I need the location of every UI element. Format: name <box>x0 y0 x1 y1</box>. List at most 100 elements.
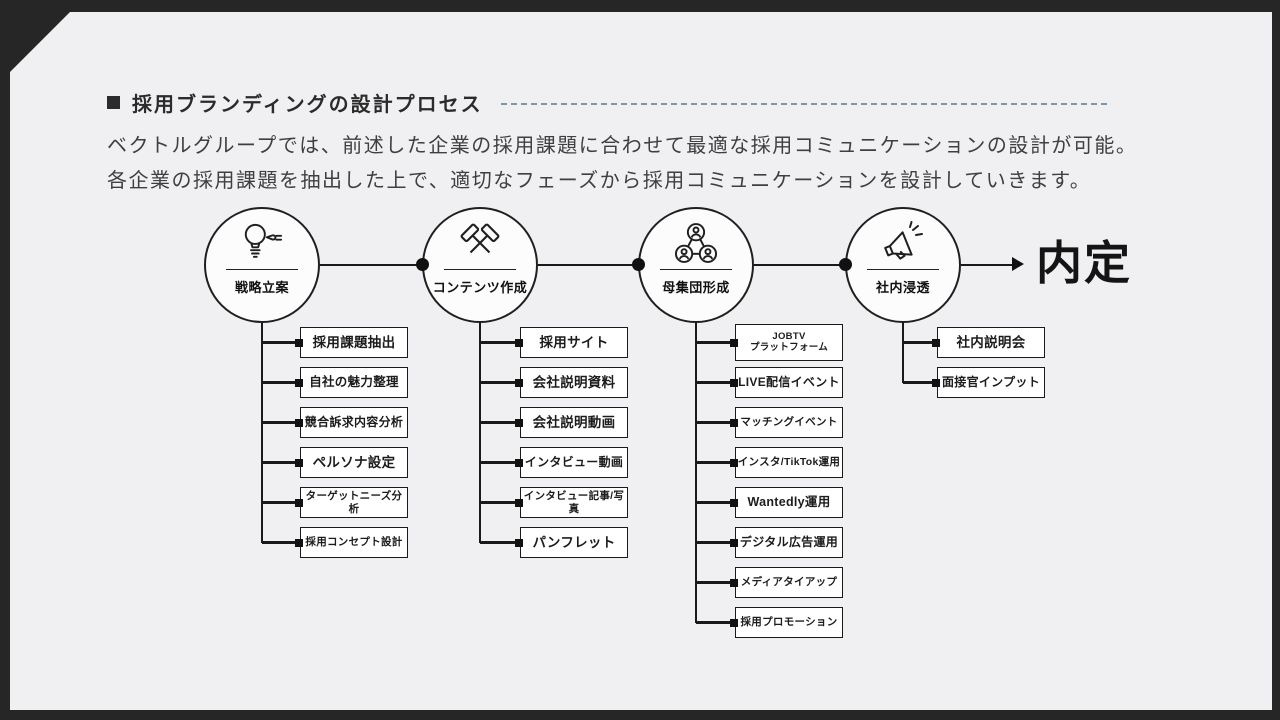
process-item-box: メディアタイアップ <box>735 567 843 598</box>
item-bullet-square <box>295 538 303 547</box>
item-connector-line <box>696 461 735 464</box>
megaphone-icon <box>876 220 930 266</box>
item-bullet-square <box>730 578 738 587</box>
stage-circle-2: コンテンツ作成 <box>422 207 538 323</box>
stage-stem-line <box>901 320 905 383</box>
item-connector-line <box>262 541 300 544</box>
item-bullet-square <box>295 418 303 427</box>
item-connector-line <box>262 421 300 424</box>
item-bullet-square <box>515 418 523 427</box>
flow-connector-line <box>320 263 422 266</box>
stage-label: コンテンツ作成 <box>432 280 528 295</box>
item-connector-line <box>480 461 520 464</box>
stage-stem-line <box>478 320 482 543</box>
process-item-box: 社内説明会 <box>937 327 1045 358</box>
item-bullet-square <box>295 458 303 467</box>
process-item-box: 面接官インプット <box>937 367 1045 398</box>
stage-circle-1: 戦略立案 <box>204 207 320 323</box>
item-connector-line <box>480 421 520 424</box>
item-bullet-square <box>730 498 738 507</box>
item-bullet-square <box>295 378 303 387</box>
item-bullet-square <box>730 618 738 627</box>
item-bullet-square <box>515 538 523 547</box>
item-connector-line <box>903 341 937 344</box>
item-connector-line <box>480 501 520 504</box>
process-item-box: インスタ/TikTok運用 <box>735 447 843 478</box>
stage-divider <box>867 269 939 270</box>
process-item-box: インタビュー記事/写真 <box>520 487 628 518</box>
item-bullet-square <box>515 458 523 467</box>
result-arrow-head-icon <box>1012 257 1024 271</box>
page-title: 採用ブランディングの設計プロセス <box>132 94 483 116</box>
item-bullet-square <box>730 338 738 347</box>
result-label: 内定 <box>1036 237 1132 289</box>
process-item-box: 採用コンセプト設計 <box>300 527 408 558</box>
item-bullet-square <box>515 338 523 347</box>
stage-divider <box>660 269 732 270</box>
item-connector-line <box>696 381 735 384</box>
flow-connector-line <box>754 263 845 266</box>
item-connector-line <box>480 341 520 344</box>
item-connector-line <box>262 501 300 504</box>
item-connector-line <box>696 621 735 624</box>
stage-label: 社内浸透 <box>875 280 930 295</box>
process-item-box: パンフレット <box>520 527 628 558</box>
item-connector-line <box>903 381 937 384</box>
process-item-box: 会社説明動画 <box>520 407 628 438</box>
process-item-box: 採用サイト <box>520 327 628 358</box>
flow-connector-line <box>538 263 638 266</box>
item-bullet-square <box>730 378 738 387</box>
item-connector-line <box>262 341 300 344</box>
process-item-box: 採用課題抽出 <box>300 327 408 358</box>
item-connector-line <box>696 421 735 424</box>
slide-paper <box>10 12 1272 710</box>
process-item-box: Wantedly運用 <box>735 487 843 518</box>
item-connector-line <box>262 381 300 384</box>
item-connector-line <box>262 461 300 464</box>
title-dashed-rule <box>500 102 1107 105</box>
lead-text-line-2: 各企業の採用課題を抽出した上で、適切なフェーズから採用コミュニケーションを設計し… <box>107 170 1092 192</box>
crossed-hammers-icon <box>455 220 505 266</box>
flow-connector-dot <box>631 257 645 271</box>
process-item-box: ターゲットニーズ分析 <box>300 487 408 518</box>
process-item-box: 会社説明資料 <box>520 367 628 398</box>
item-connector-line <box>480 541 520 544</box>
process-item-box: インタビュー動画 <box>520 447 628 478</box>
result-arrow-line <box>961 263 1012 266</box>
stage-label: 戦略立案 <box>234 280 289 295</box>
process-item-box: ペルソナ設定 <box>300 447 408 478</box>
flow-connector-dot <box>838 257 852 271</box>
process-item-label-line: プラットフォーム <box>749 341 829 353</box>
item-connector-line <box>480 381 520 384</box>
item-bullet-square <box>730 458 738 467</box>
slide-header: 採用ブランディングの設計プロセス <box>107 88 1107 117</box>
process-item-box: マッチングイベント <box>735 407 843 438</box>
process-item-box: デジタル広告運用 <box>735 527 843 558</box>
title-square-bullet-icon <box>107 96 120 109</box>
stage-circle-4: 社内浸透 <box>845 207 961 323</box>
process-item-box: 競合訴求内容分析 <box>300 407 408 438</box>
item-connector-line <box>696 341 735 344</box>
item-bullet-square <box>932 378 940 387</box>
item-bullet-square <box>730 418 738 427</box>
stage-stem-line <box>694 320 698 623</box>
item-bullet-square <box>515 378 523 387</box>
item-bullet-square <box>932 338 940 347</box>
stage-circle-3: 母集団形成 <box>638 207 754 323</box>
process-item-box: 自社の魅力整理 <box>300 367 408 398</box>
item-bullet-square <box>295 498 303 507</box>
item-bullet-square <box>515 498 523 507</box>
people-network-icon <box>670 220 722 266</box>
lead-text-line-1: ベクトルグループでは、前述した企業の採用課題に合わせて最適な採用コミュニケーショ… <box>107 135 1138 157</box>
process-item-box: LIVE配信イベント <box>735 367 843 398</box>
item-bullet-square <box>730 538 738 547</box>
process-item-label-line: JOBTV <box>772 330 806 342</box>
item-bullet-square <box>295 338 303 347</box>
item-connector-line <box>696 581 735 584</box>
stage-stem-line <box>260 320 264 543</box>
item-connector-line <box>696 541 735 544</box>
item-connector-line <box>696 501 735 504</box>
flow-connector-dot <box>415 257 429 271</box>
